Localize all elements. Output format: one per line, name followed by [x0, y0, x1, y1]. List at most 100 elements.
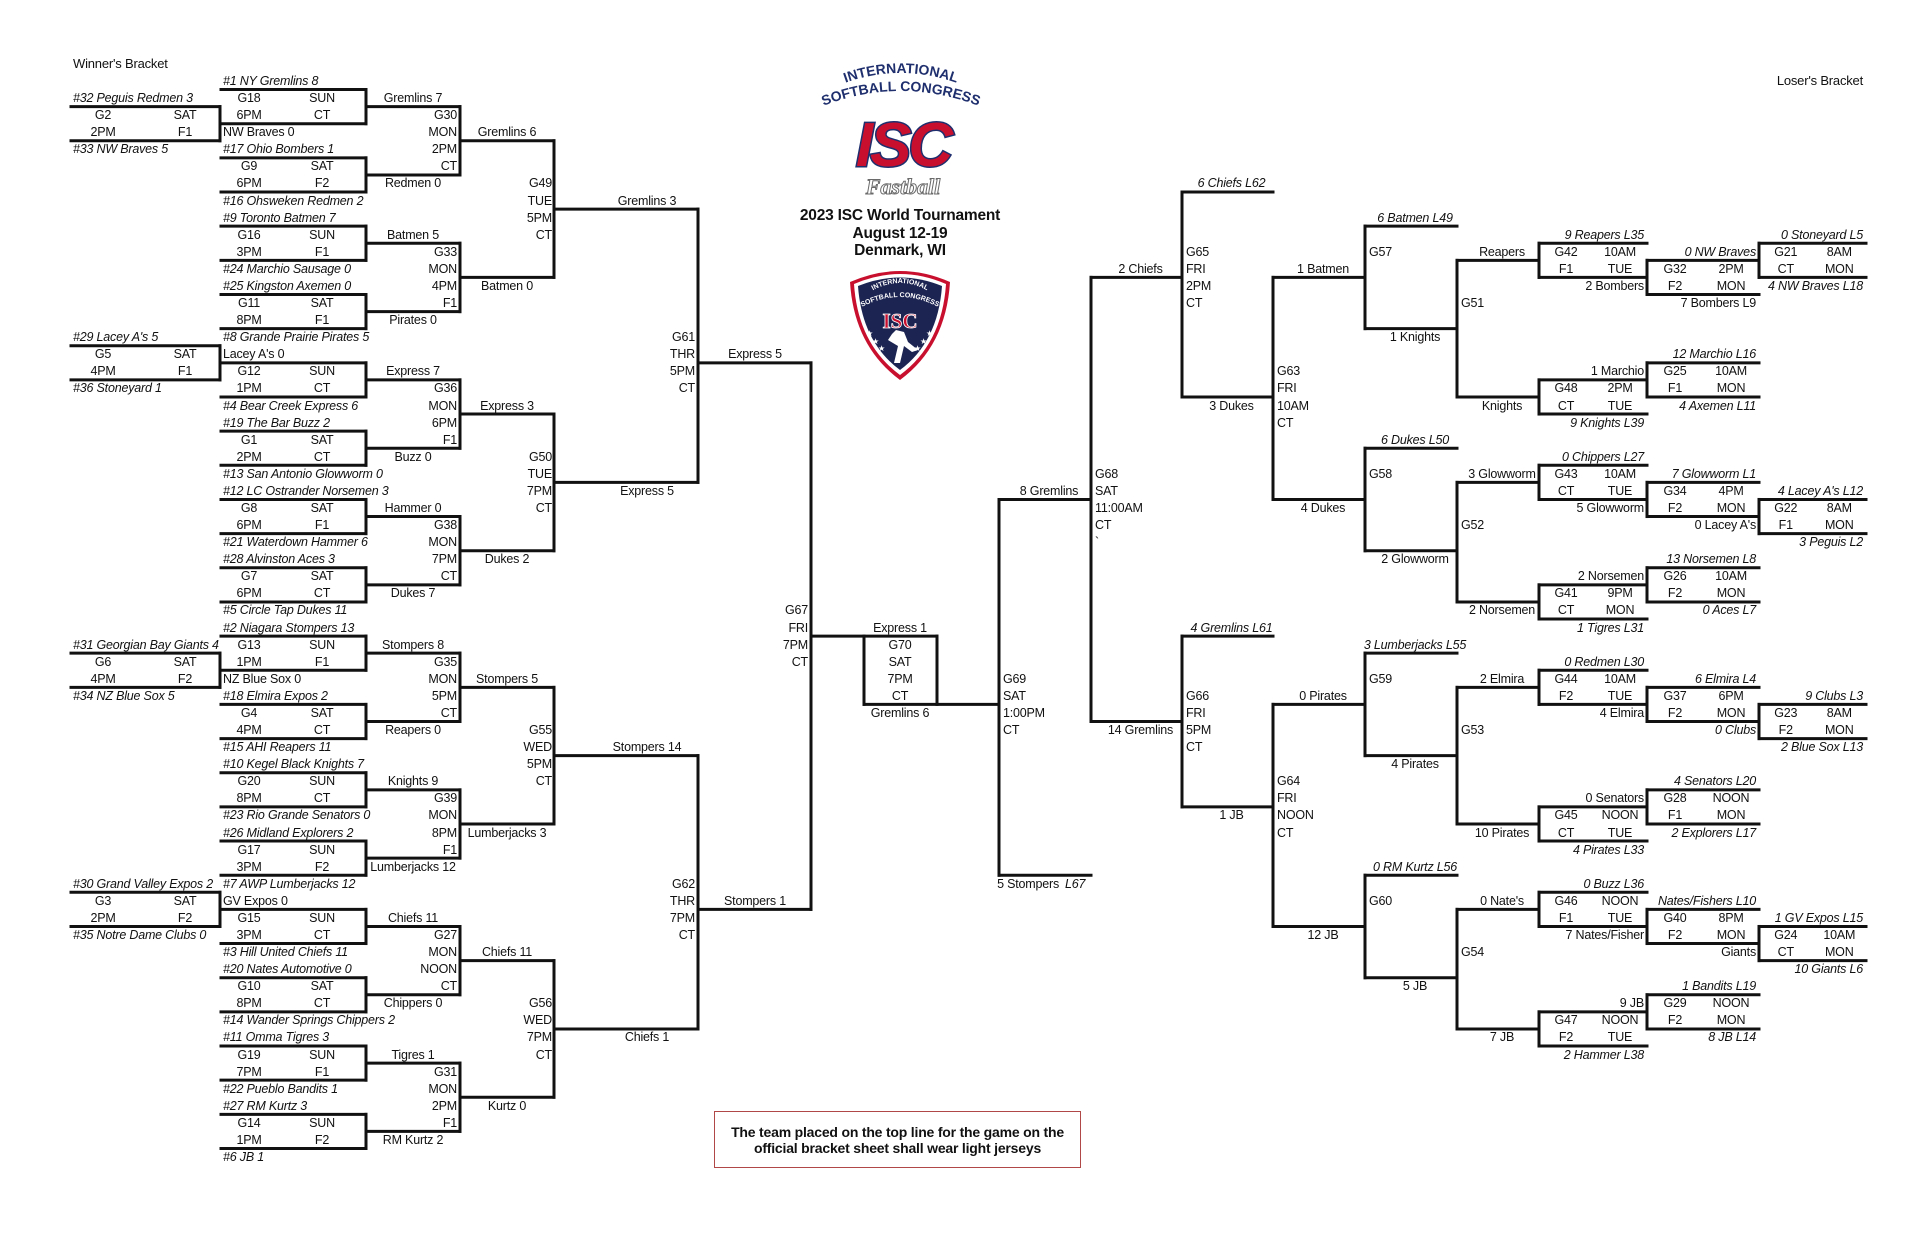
team-seed-label: #36 Stoneyard 1 — [73, 381, 162, 396]
svg-text:★: ★ — [926, 329, 933, 338]
game-info: 10AM — [1277, 398, 1309, 413]
team-seed-label: #31 Georgian Bay Giants 4 — [73, 637, 219, 652]
game-info: 8AM — [1826, 705, 1852, 720]
game-info: NOON — [1601, 893, 1639, 908]
team-seed-label: #30 Grand Valley Expos 2 — [73, 876, 213, 891]
game-info: 8AM — [1826, 244, 1852, 259]
team-label: 4 Senators L20 — [1674, 774, 1756, 789]
logo-arc-bottom: SOFTBALL CONGRESS — [819, 78, 983, 109]
game-info: F1 — [1558, 261, 1574, 276]
team-label: #16 Ohsweken Redmen 2 — [223, 193, 364, 208]
game-info: G63 — [1277, 364, 1301, 379]
game-info: 2PM — [1186, 278, 1212, 293]
game-info: SAT — [173, 654, 197, 669]
team-label: #27 RM Kurtz 3 — [223, 1098, 308, 1113]
game-info: SAT — [173, 108, 197, 123]
game-info: F1 — [442, 842, 457, 857]
team-label: Express 3 — [480, 398, 534, 413]
team-label: #11 Omma Tigres 3 — [223, 1030, 330, 1045]
game-info: G55 — [528, 723, 552, 738]
game-info: F2 — [1667, 705, 1683, 720]
team-label: Stompers 5 — [476, 671, 538, 686]
team-label: #3 Hill United Chiefs 11 — [223, 945, 348, 960]
game-info: CT — [1186, 740, 1203, 755]
team-label: Knights — [1481, 398, 1523, 413]
game-info: 7PM — [431, 552, 457, 567]
game-info: SAT — [310, 979, 334, 994]
game-info: F1 — [1667, 381, 1683, 396]
game-info: G10 — [237, 979, 261, 994]
team-label: #2 Niagara Stompers 13 — [223, 620, 355, 635]
game-info: 4PM — [90, 364, 116, 379]
team-label: Kurtz 0 — [487, 1098, 527, 1113]
game-info: G16 — [237, 227, 261, 242]
team-label: 0 NW Braves — [1684, 244, 1757, 259]
svg-text:★: ★ — [872, 337, 879, 346]
game-info: F1 — [442, 296, 457, 311]
pitcher-silhouette — [888, 330, 918, 363]
game-info: F2 — [1667, 278, 1683, 293]
team-label: 12 JB — [1307, 928, 1339, 942]
game-info: SAT — [310, 296, 334, 311]
game-info: 5PM — [526, 210, 552, 225]
game-info: 6PM — [431, 415, 457, 430]
logo-script: Fastball — [865, 174, 941, 199]
team-label: 6 Batmen L49 — [1377, 210, 1453, 225]
team-label: 1 GV Expos L15 — [1774, 910, 1863, 925]
team-label: #25 Kingston Axemen 0 — [223, 278, 352, 293]
title-line: 2023 ISC World Tournament — [799, 207, 1001, 224]
game-info: NOON — [1277, 808, 1314, 823]
team-label: 4 Elmira — [1599, 705, 1644, 720]
team-label: Chippers 0 — [383, 996, 443, 1011]
game-info: SAT — [173, 347, 197, 362]
team-label: RM Kurtz 2 — [382, 1132, 444, 1147]
note-line: official bracket sheet shall wear light … — [753, 1139, 1042, 1156]
game-info: G17 — [237, 842, 261, 857]
game-info: SAT — [173, 893, 197, 908]
game-info: G27 — [433, 928, 457, 942]
game-info: F1 — [442, 1115, 457, 1130]
team-label: 2 Elmira — [1479, 671, 1525, 686]
team-label: 9 JB — [1619, 996, 1644, 1011]
team-label: Batmen 0 — [481, 278, 533, 293]
game-info: G54 — [1461, 945, 1485, 960]
team-label: #4 Bear Creek Express 6 — [223, 398, 359, 413]
team-label: Express 1 — [873, 620, 927, 635]
team-label: Tigres 1 — [391, 1047, 435, 1062]
game-info: F1 — [1667, 808, 1683, 823]
svg-text:★: ★ — [878, 344, 885, 353]
game-info: SUN — [309, 1047, 335, 1062]
game-info: G18 — [237, 91, 261, 106]
game-info: G32 — [1663, 261, 1687, 276]
game-info: F2 — [1558, 1030, 1574, 1045]
game-info: SUN — [309, 637, 335, 652]
team-label: #1 NY Gremlins 8 — [223, 74, 319, 88]
game-info: MON — [428, 1081, 457, 1096]
tournament-title: 2023 ISC World Tournament August 12-19 D… — [700, 207, 1100, 260]
isc-shield-logo: INTERNATIONAL SOFTBALL CONGRESS ISC ★★★ … — [850, 271, 950, 380]
team-label: #20 Nates Automotive 0 — [223, 962, 352, 977]
team-label: NZ Blue Sox 0 — [223, 671, 301, 686]
team-label: 7 Glowworm L1 — [1671, 466, 1756, 481]
game-info: SUN — [309, 1115, 335, 1130]
team-label: Buzz 0 — [394, 449, 432, 464]
game-info: G36 — [433, 381, 457, 396]
game-info: 6PM — [236, 176, 262, 191]
team-label: 4 Dukes — [1300, 501, 1346, 515]
game-info: F1 — [314, 518, 330, 533]
game-info: G31 — [433, 1064, 457, 1079]
team-label: Lumberjacks 3 — [467, 825, 547, 840]
game-info: 7PM — [526, 483, 552, 498]
game-info: MON — [428, 535, 457, 550]
team-label: Giants — [1721, 945, 1756, 960]
game-info: G28 — [1663, 791, 1687, 806]
game-info: G24 — [1774, 928, 1798, 942]
game-info: 8PM — [1718, 910, 1744, 925]
team-label: #13 San Antonio Glowworm 0 — [223, 466, 383, 481]
team-label: 4 Gremlins L61 — [1190, 620, 1273, 635]
game-info: MON — [1716, 501, 1746, 515]
game-info: 8AM — [1826, 501, 1852, 515]
game-info: G50 — [528, 449, 552, 464]
game-info: 7PM — [782, 637, 808, 652]
